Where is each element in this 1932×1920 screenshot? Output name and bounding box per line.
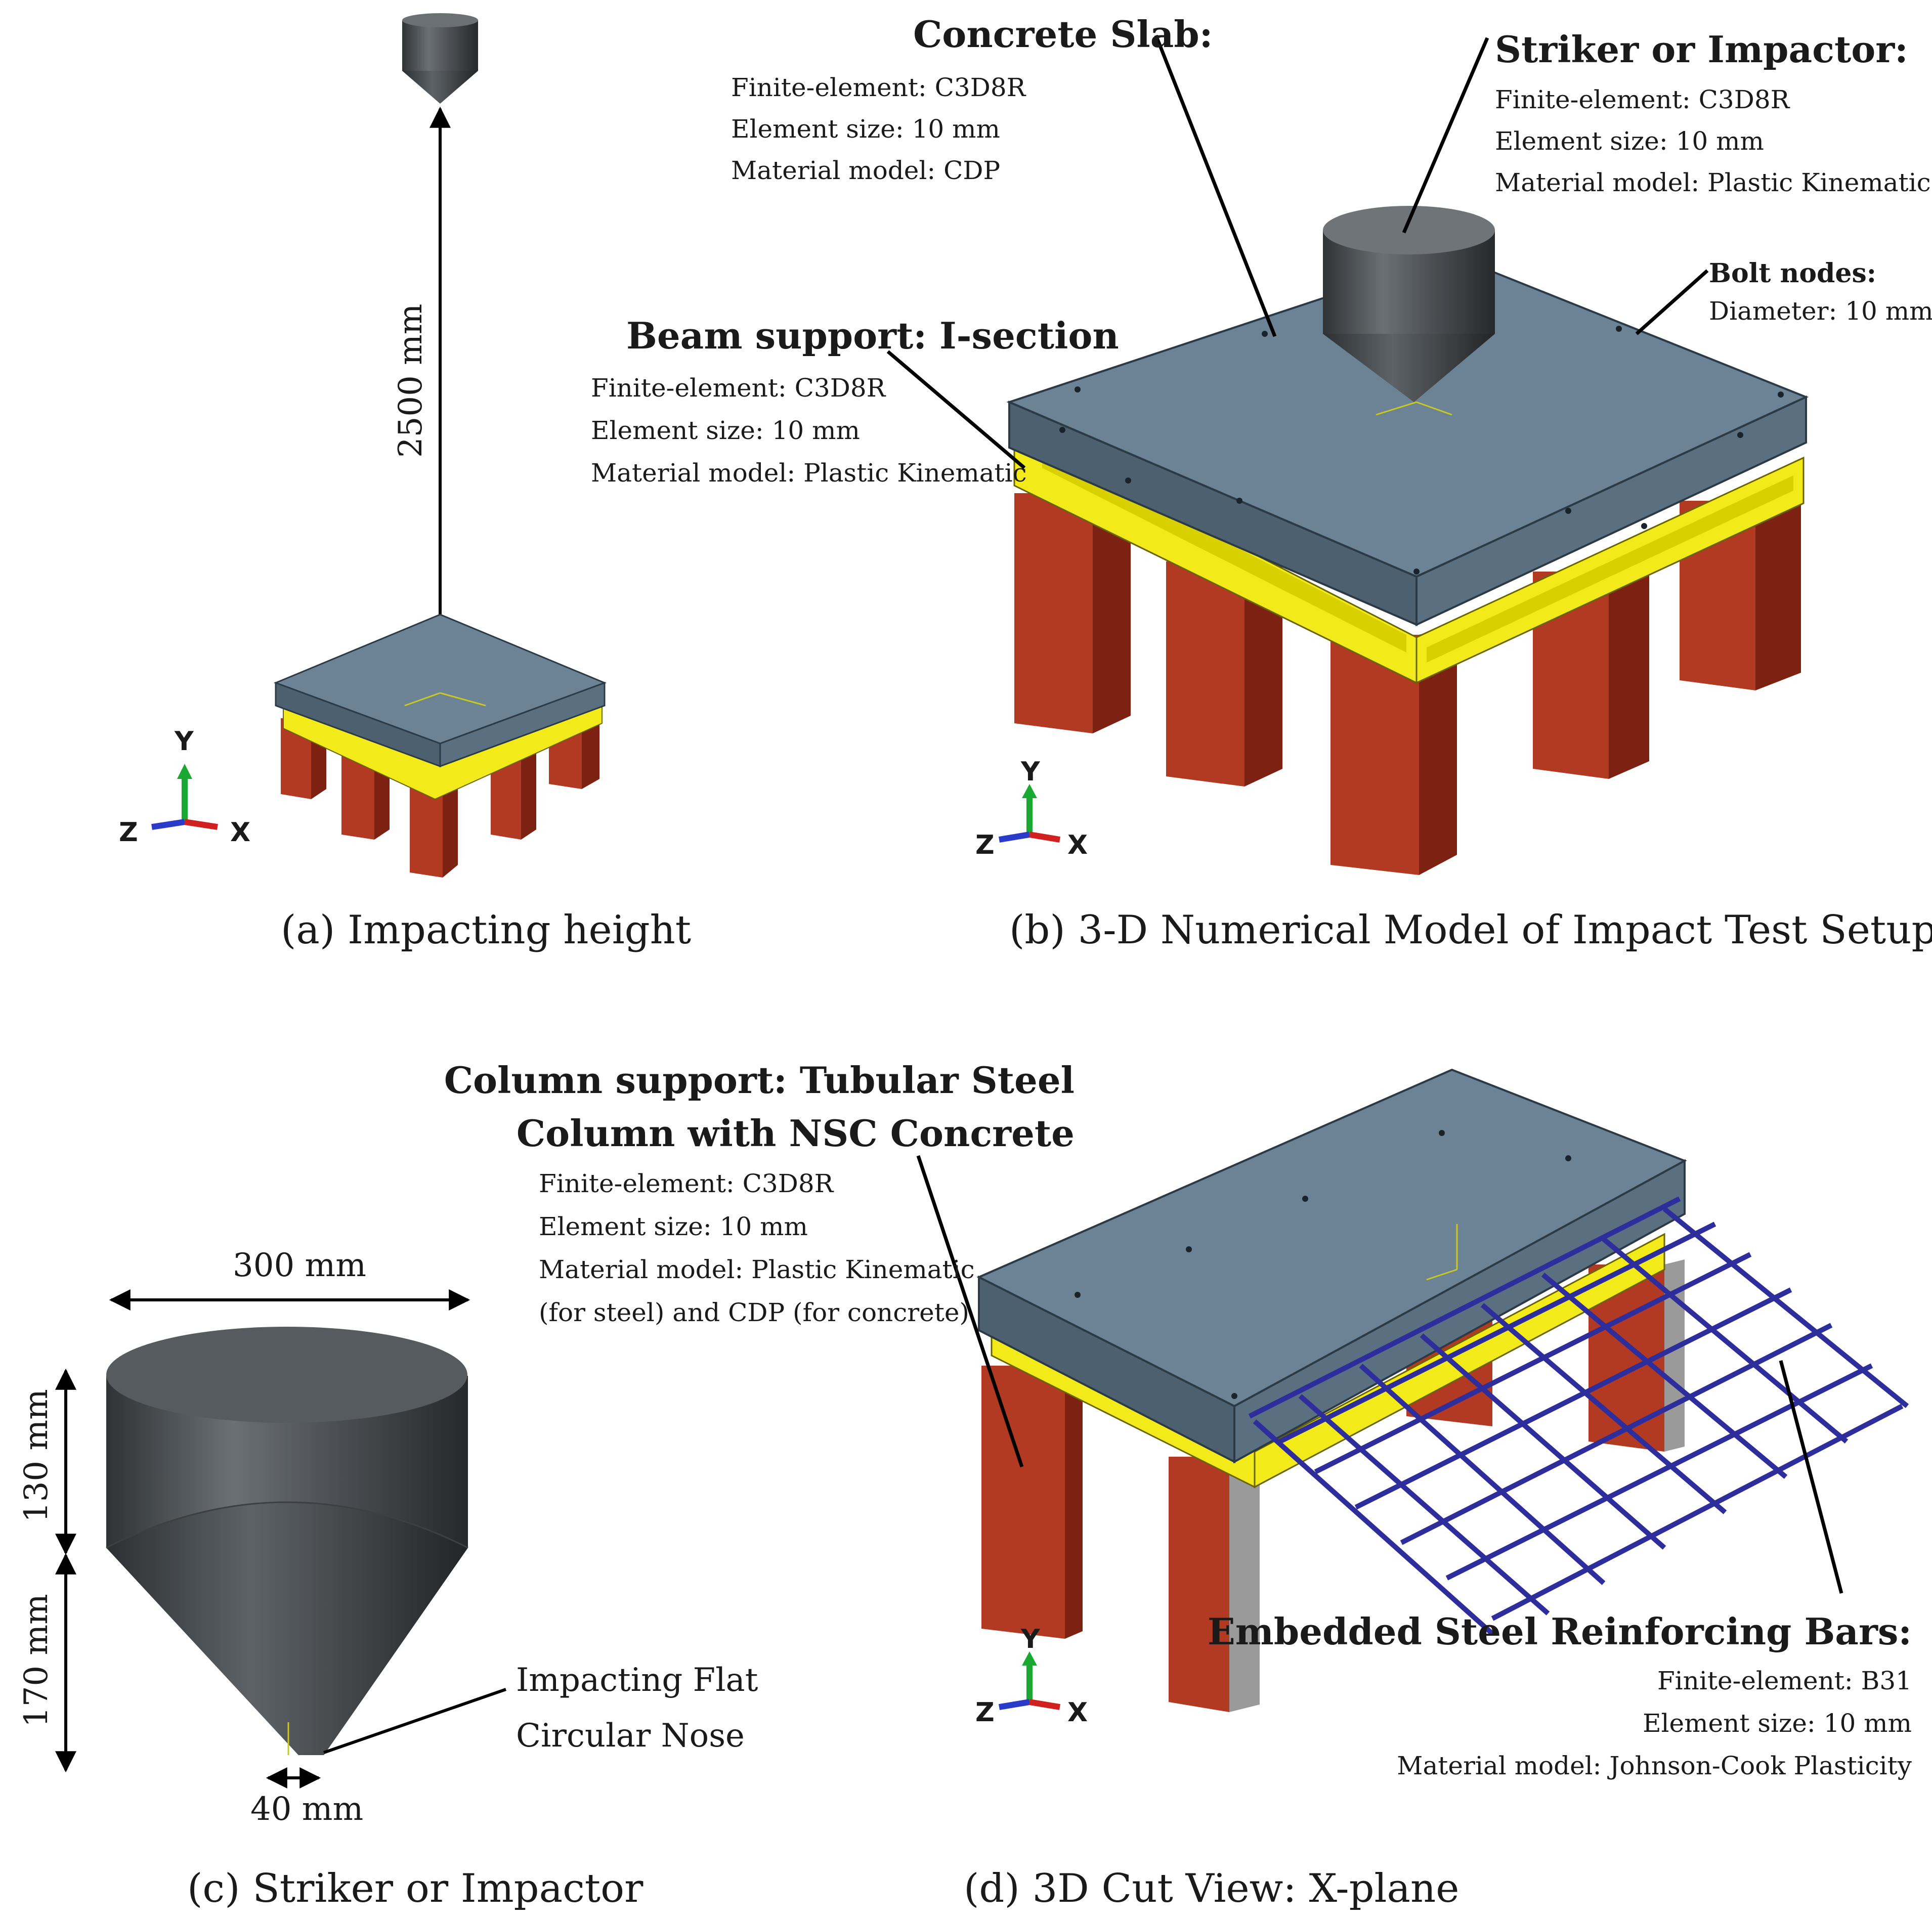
- panel-b-artwork: [886, 34, 1809, 875]
- axis-z-label-b: Z: [975, 830, 995, 860]
- rebar-title: Embedded Steel Reinforcing Bars:: [1207, 1610, 1912, 1653]
- leader-nose: [323, 1688, 506, 1754]
- nose-label-line-1: Impacting Flat: [516, 1662, 758, 1699]
- axis-z-label-a: Z: [119, 817, 138, 848]
- column-line-1: Finite-element: C3D8R: [539, 1169, 834, 1198]
- leader-column: [916, 1155, 1024, 1468]
- width-dimension-label: 300 mm: [233, 1247, 366, 1284]
- striker-small-icon: [402, 13, 478, 104]
- leader-bolt: [1635, 269, 1709, 335]
- caption-d: (d) 3D Cut View: X-plane: [964, 1866, 1459, 1911]
- striker-line-2: Element size: 10 mm: [1495, 126, 1764, 156]
- bolt-title: Bolt nodes:: [1709, 258, 1876, 289]
- striker-line-1: Finite-element: C3D8R: [1495, 85, 1790, 114]
- upper-dimension-label: 130 mm: [18, 1389, 55, 1522]
- axis-y-label-a: Y: [175, 726, 194, 757]
- axis-triad-b: [999, 784, 1060, 843]
- setup-model-small: [273, 614, 607, 878]
- concrete-columns-b: [1014, 483, 1801, 875]
- rebar-grid: [1248, 1196, 1909, 1636]
- beam-line-2: Element size: 10 mm: [591, 416, 860, 445]
- striker-large: [106, 1327, 468, 1755]
- axis-triad-a: [151, 764, 218, 830]
- nose-dimension-label: 40 mm: [250, 1791, 364, 1828]
- slab-line-2: Element size: 10 mm: [731, 114, 1000, 144]
- rebar-line-2: Element size: 10 mm: [1643, 1709, 1912, 1738]
- axis-x-label-d: X: [1067, 1697, 1088, 1728]
- beam-line-3: Material model: Plastic Kinematic: [591, 458, 1027, 488]
- beam-line-1: Finite-element: C3D8R: [591, 373, 886, 403]
- beam-title: Beam support: I-section: [626, 314, 1119, 357]
- leader-beam: [886, 350, 1026, 469]
- leader-slab: [1154, 34, 1277, 337]
- nose-label-line-2: Circular Nose: [516, 1717, 745, 1755]
- column-title-line-2: Column with NSC Concrete: [516, 1112, 1075, 1155]
- concrete-slab-b: [1006, 254, 1809, 627]
- column-line-3: Material model: Plastic Kinematic: [539, 1255, 975, 1284]
- slab-line-1: Finite-element: C3D8R: [731, 73, 1026, 102]
- caption-c: (c) Striker or Impactor: [187, 1866, 643, 1911]
- panel-c-artwork: [55, 1289, 506, 1788]
- height-dimension-label: 2500 mm: [392, 303, 430, 458]
- slab-line-3: Material model: CDP: [731, 156, 1001, 185]
- column-line-4: (for steel) and CDP (for concrete): [539, 1298, 969, 1327]
- panel-d-artwork: [916, 1068, 1909, 1712]
- caption-a: (a) Impacting height: [281, 907, 692, 953]
- leader-rebar: [1779, 1360, 1843, 1594]
- striker-line-3: Material model: Plastic Kinematic: [1495, 168, 1931, 197]
- lower-dimension-label: 170 mm: [18, 1594, 55, 1727]
- column-title-line-1: Column support: Tubular Steel: [444, 1059, 1075, 1102]
- leader-striker: [1402, 37, 1489, 234]
- rebar-line-1: Finite-element: B31: [1657, 1666, 1912, 1695]
- striker-b: [1323, 206, 1495, 402]
- axis-z-label-d: Z: [975, 1697, 995, 1728]
- bolt-line-1: Diameter: 10 mm: [1709, 296, 1932, 326]
- column-line-2: Element size: 10 mm: [539, 1212, 808, 1241]
- axis-x-label-b: X: [1067, 830, 1088, 860]
- axis-y-label-d: Y: [1021, 1624, 1040, 1654]
- caption-b: (b) 3-D Numerical Model of Impact Test S…: [1009, 907, 1932, 953]
- rebar-line-3: Material model: Johnson-Cook Plasticity: [1397, 1751, 1912, 1780]
- axis-x-label-a: X: [230, 817, 251, 848]
- striker-title: Striker or Impactor:: [1495, 28, 1908, 71]
- axis-y-label-b: Y: [1021, 757, 1040, 787]
- axis-triad-d: [999, 1651, 1060, 1710]
- panel-a-artwork: [151, 13, 607, 878]
- slab-title: Concrete Slab:: [913, 13, 1213, 56]
